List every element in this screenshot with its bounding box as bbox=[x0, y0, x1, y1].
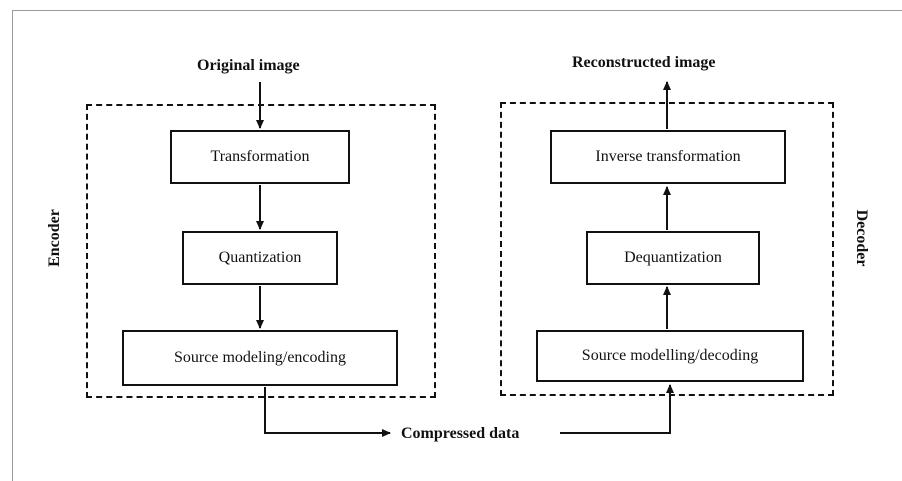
transformation-block: Transformation bbox=[170, 130, 350, 184]
encoder-label: Encoder bbox=[46, 209, 63, 267]
quantization-block: Quantization bbox=[182, 231, 338, 285]
inverse-transformation-block: Inverse transformation bbox=[550, 130, 786, 184]
figure-frame-left bbox=[12, 10, 13, 481]
figure-frame-top bbox=[12, 10, 902, 11]
arrow-compressed-to-decoder bbox=[560, 384, 674, 434]
decoder-label: Decoder bbox=[853, 209, 870, 267]
original-image-label: Original image bbox=[197, 57, 300, 74]
dequantization-block: Dequantization bbox=[586, 231, 760, 285]
source-modeling-encoding-block: Source modeling/encoding bbox=[122, 330, 398, 386]
arrow-encoder-to-compressed bbox=[264, 387, 391, 437]
compressed-data-label: Compressed data bbox=[401, 425, 520, 442]
source-modelling-decoding-block: Source modelling/decoding bbox=[536, 330, 804, 382]
reconstructed-image-label: Reconstructed image bbox=[572, 54, 716, 71]
